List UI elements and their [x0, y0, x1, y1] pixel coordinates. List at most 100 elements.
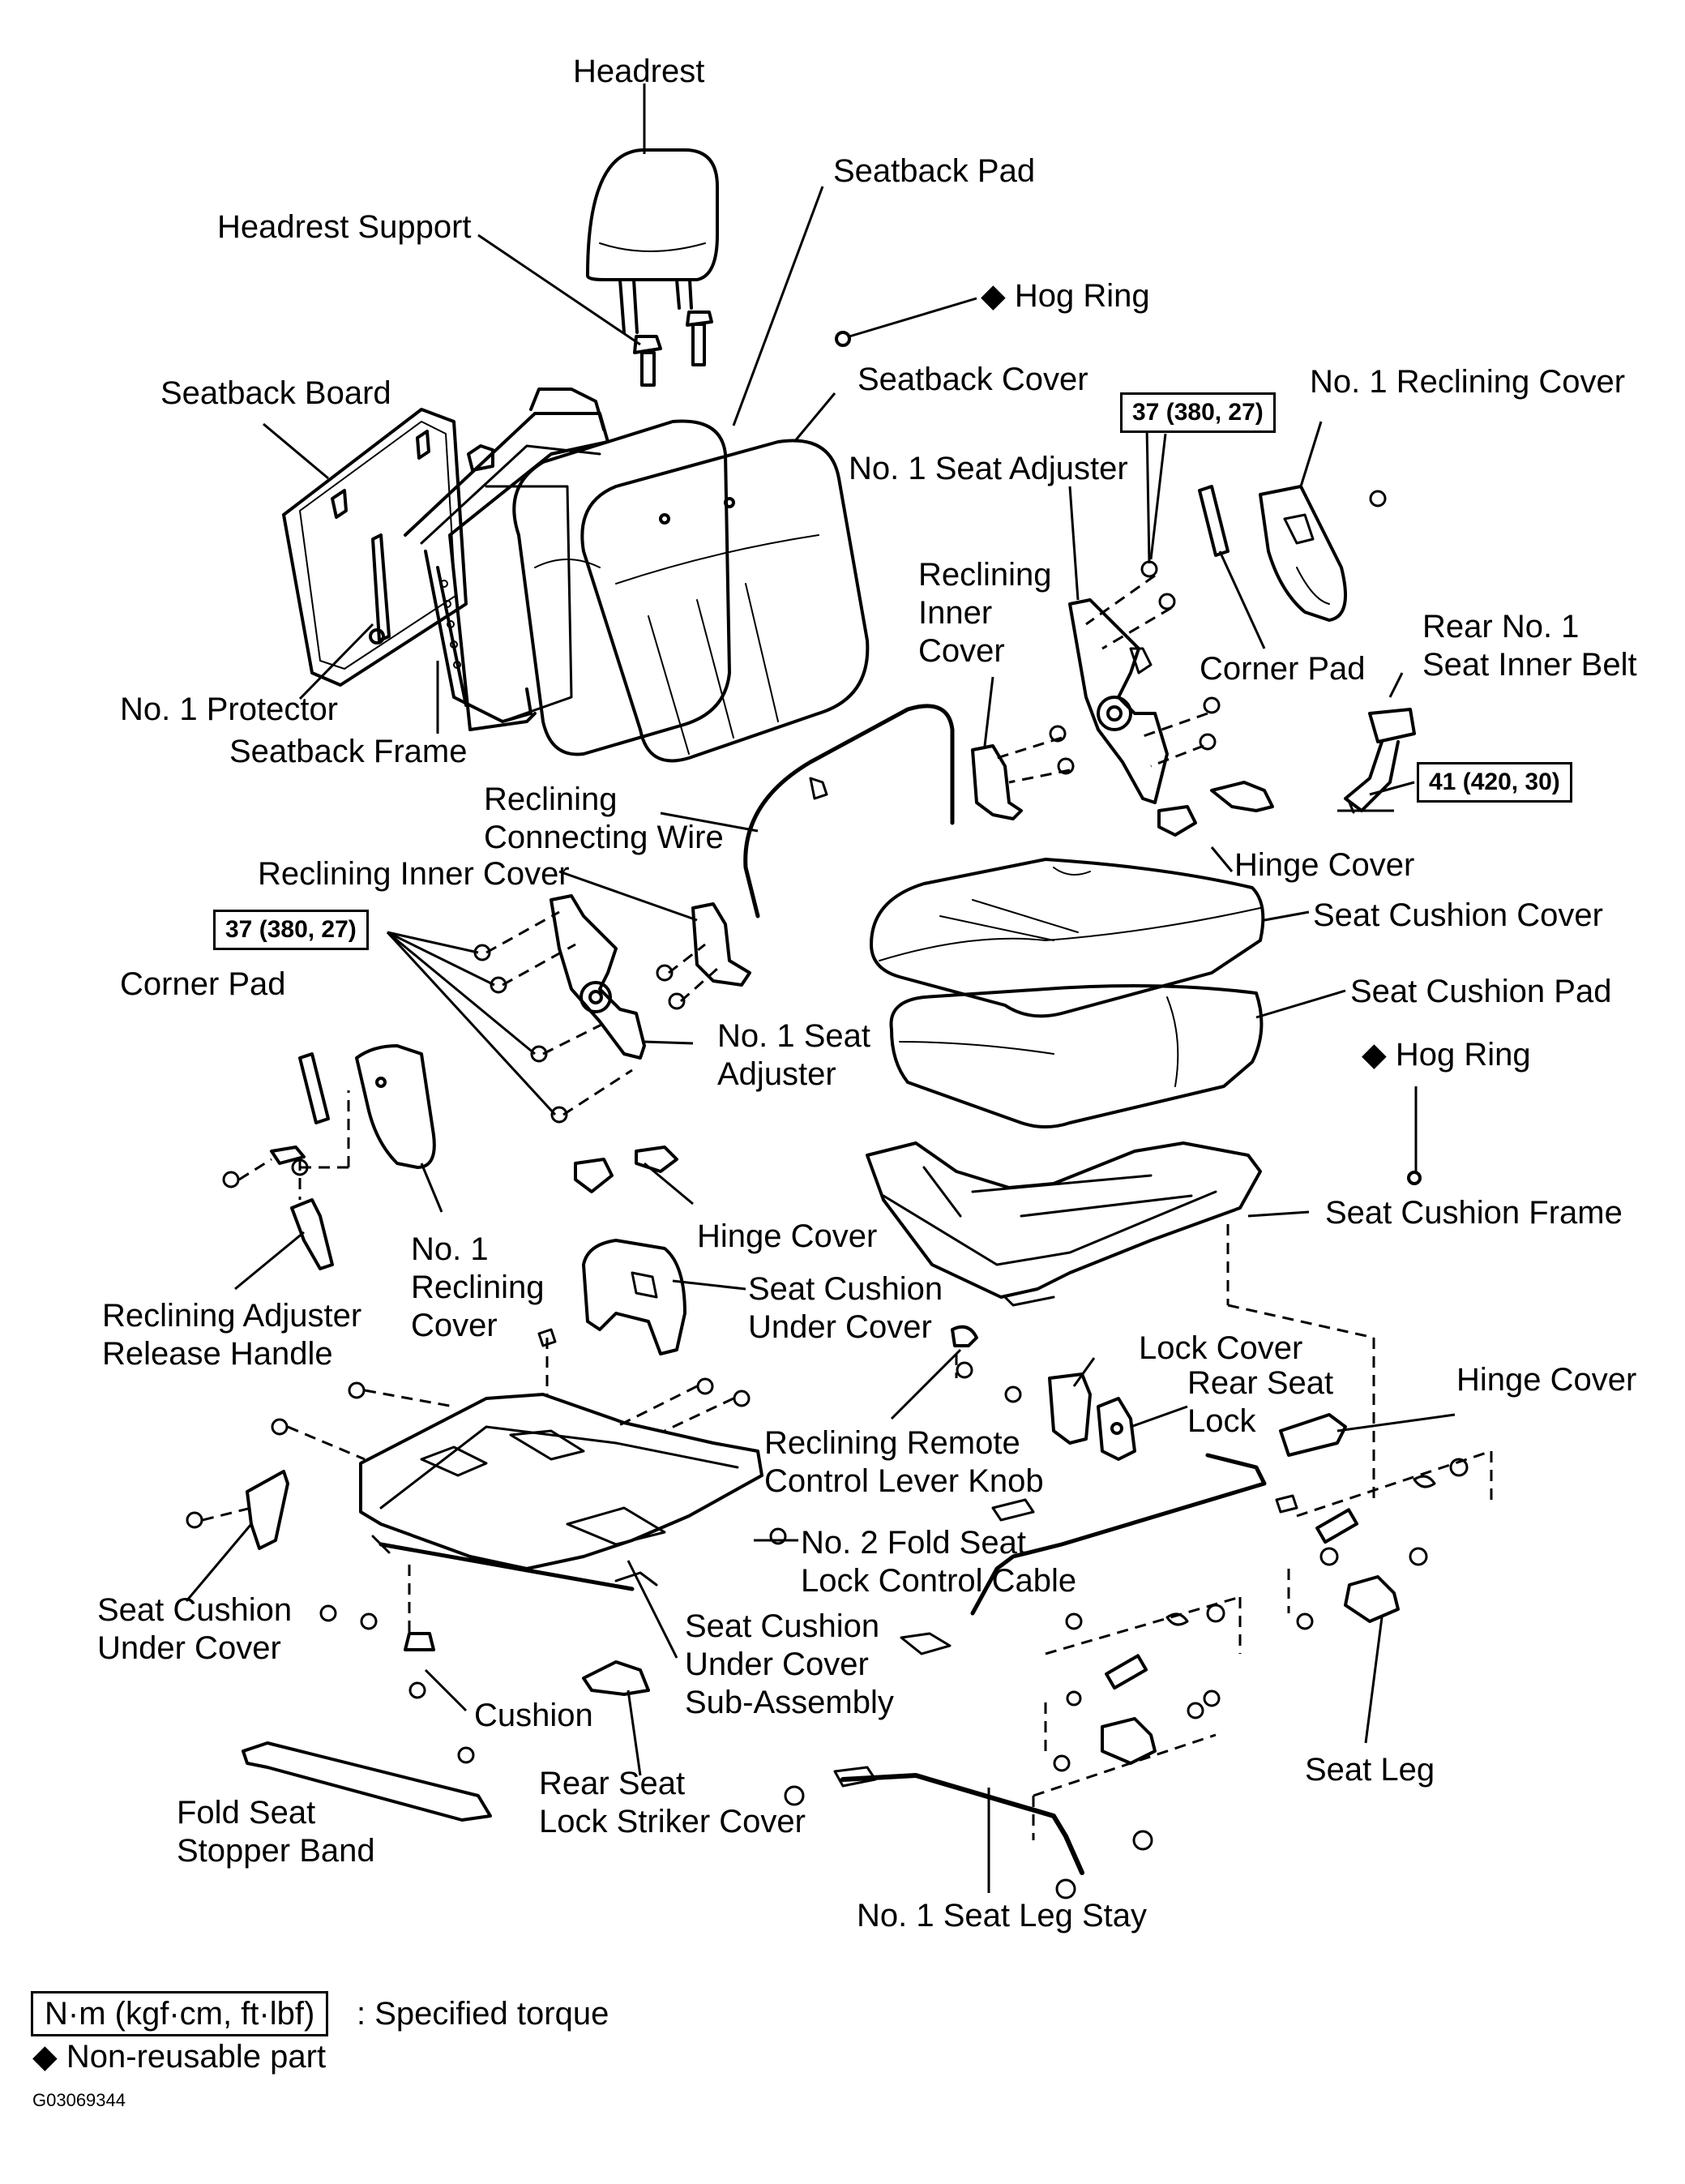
seatback-frame-part	[404, 388, 609, 731]
fold-seat-lock-cable-part	[970, 1453, 1298, 1616]
label-hog-ring-top-text: Hog Ring	[1014, 278, 1150, 314]
legend-torque-unit: N·m (kgf·cm, ft·lbf)	[31, 1991, 329, 2036]
label-seat-leg: Seat Leg	[1305, 1752, 1435, 1788]
label-rear-seat-lock-1: Rear Seat	[1187, 1365, 1334, 1401]
label-no1-seat-leg-stay: No. 1 Seat Leg Stay	[857, 1898, 1148, 1933]
rear-seat-lock-part	[1097, 1397, 1136, 1461]
label-seat-cushion-under-cover-top-2: Under Cover	[748, 1309, 932, 1345]
striker-cover-part	[582, 1660, 650, 1696]
seatback-board-part	[282, 408, 468, 687]
label-hog-ring-right-text: Hog Ring	[1395, 1037, 1531, 1073]
corner-pad-right-part	[1198, 485, 1230, 557]
label-seat-cushion-under-cover-left-1: Seat Cushion	[97, 1592, 293, 1628]
label-no1-reclining-cover-left-2: Reclining	[411, 1270, 545, 1305]
seat-cushion-pad-part	[889, 984, 1264, 1128]
label-no1-reclining-cover-left-1: No. 1	[411, 1231, 489, 1267]
seat-cushion-frame-part	[866, 1141, 1262, 1307]
diamond-icon: ◆	[981, 278, 1006, 314]
label-seat-cushion-under-cover-sub-1: Seat Cushion	[685, 1608, 880, 1644]
remote-lever-knob-part	[951, 1325, 978, 1347]
label-rear-seat-lock-striker-cover-1: Rear Seat	[539, 1766, 686, 1801]
seat-inner-belt-part	[1344, 708, 1416, 814]
label-seat-cushion-under-cover-sub-3: Sub-Assembly	[685, 1685, 894, 1720]
torque-left: 37 (380, 27)	[213, 910, 369, 950]
release-handle-part	[290, 1198, 334, 1270]
label-headrest-support: Headrest Support	[217, 209, 472, 245]
reclining-inner-cover-left-part	[691, 902, 751, 987]
label-reclining-remote-knob-1: Reclining Remote	[764, 1425, 1020, 1461]
label-reclining-inner-cover-top-3: Cover	[918, 633, 1005, 669]
hinge-cover-top-part	[1157, 805, 1197, 837]
legend-nonreusable-text: Non-reusable part	[66, 2039, 327, 2075]
headrest-support-parts	[633, 310, 713, 387]
label-no1-reclining-cover-left-3: Cover	[411, 1308, 498, 1343]
reclining-inner-cover-top-part	[971, 744, 1023, 820]
label-reclining-adjuster-release-handle-1: Reclining Adjuster	[102, 1298, 362, 1334]
diamond-icon: ◆	[32, 2039, 58, 2075]
seatback-pad-part	[512, 419, 731, 756]
label-rear-seat-lock-striker-cover-2: Lock Striker Cover	[539, 1804, 806, 1839]
label-cushion: Cushion	[474, 1698, 593, 1733]
label-seatback-board: Seatback Board	[160, 375, 391, 411]
seatback-cover-part	[580, 439, 870, 763]
seat-cushion-under-cover-left-part	[246, 1470, 289, 1550]
label-fold-seat-stopper-band-2: Stopper Band	[177, 1833, 375, 1869]
label-headrest: Headrest	[573, 54, 705, 89]
label-corner-pad-right: Corner Pad	[1200, 651, 1366, 687]
label-hinge-cover-top: Hinge Cover	[1234, 847, 1415, 883]
label-no1-seat-adjuster-top: No. 1 Seat Adjuster	[849, 451, 1128, 486]
label-no1-protector: No. 1 Protector	[120, 692, 339, 727]
torque-top-right: 37 (380, 27)	[1120, 392, 1276, 433]
seat-adjuster-top-part	[1068, 598, 1169, 804]
label-no1-seat-adjuster-left-2: Adjuster	[717, 1056, 836, 1092]
label-seatback-frame: Seatback Frame	[229, 734, 468, 769]
label-corner-pad-left: Corner Pad	[120, 966, 286, 1002]
seat-leg-stay-part	[840, 1773, 1084, 1875]
label-no1-seat-adjuster-left-1: No. 1 Seat	[717, 1018, 871, 1054]
reclining-cover-top-part	[1259, 485, 1347, 622]
seat-adjuster-left-part	[550, 894, 646, 1060]
label-seatback-cover: Seatback Cover	[857, 362, 1088, 397]
label-seat-cushion-cover: Seat Cushion Cover	[1313, 897, 1603, 933]
seat-cushion-under-cover-top-part	[582, 1239, 686, 1355]
label-reclining-connecting-wire-2: Connecting Wire	[484, 820, 724, 855]
cushion-part	[404, 1632, 435, 1651]
label-rear-no1-seat-inner-belt-2: Seat Inner Belt	[1422, 647, 1637, 683]
label-reclining-adjuster-release-handle-2: Release Handle	[102, 1336, 333, 1372]
label-hinge-cover-right: Hinge Cover	[1456, 1362, 1637, 1398]
headrest-part	[586, 148, 719, 334]
label-rear-seat-lock-2: Lock	[1187, 1403, 1256, 1439]
reclining-cover-left-part	[355, 1044, 436, 1169]
hog-ring-part	[1407, 1171, 1422, 1185]
label-fold-seat-stopper-band-1: Fold Seat	[177, 1795, 316, 1831]
label-no2-fold-seat-cable-2: Lock Control Cable	[801, 1563, 1077, 1599]
label-hinge-cover-mid: Hinge Cover	[697, 1218, 878, 1254]
hinge-cover-mid-part	[574, 1158, 614, 1193]
reclining-connecting-wire-part	[743, 704, 955, 919]
seat-leg-part	[1315, 1475, 1436, 1623]
label-hog-ring-top: ◆ Hog Ring	[981, 277, 1150, 315]
label-seat-cushion-frame: Seat Cushion Frame	[1325, 1195, 1623, 1231]
diamond-icon: ◆	[1362, 1037, 1387, 1073]
fold-seat-stopper-band-part	[242, 1741, 492, 1822]
figure-id: G03069344	[32, 2090, 126, 2110]
label-seatback-pad: Seatback Pad	[833, 153, 1036, 189]
label-reclining-remote-knob-2: Control Lever Knob	[764, 1463, 1044, 1499]
label-rear-no1-seat-inner-belt-1: Rear No. 1	[1422, 609, 1580, 644]
legend-nonreusable: ◆ Non-reusable part	[32, 2036, 326, 2077]
lock-cover-part	[1048, 1372, 1092, 1445]
label-seat-cushion-under-cover-left-2: Under Cover	[97, 1630, 281, 1666]
label-reclining-inner-cover-top-1: Reclining	[918, 557, 1052, 593]
label-reclining-inner-cover-left: Reclining Inner Cover	[258, 856, 570, 892]
label-seat-cushion-under-cover-sub-2: Under Cover	[685, 1647, 869, 1682]
label-reclining-inner-cover-top-2: Inner	[918, 595, 993, 631]
label-no1-reclining-cover-top: No. 1 Reclining Cover	[1310, 364, 1626, 400]
label-hog-ring-right: ◆ Hog Ring	[1362, 1036, 1531, 1073]
under-cover-sub-assembly-part	[359, 1393, 763, 1591]
label-no2-fold-seat-cable-1: No. 2 Fold Seat	[801, 1525, 1026, 1561]
torque-belt: 41 (420, 30)	[1417, 762, 1572, 803]
fasteners	[186, 490, 1469, 1899]
seat-leg-lower-part	[1101, 1612, 1189, 1765]
